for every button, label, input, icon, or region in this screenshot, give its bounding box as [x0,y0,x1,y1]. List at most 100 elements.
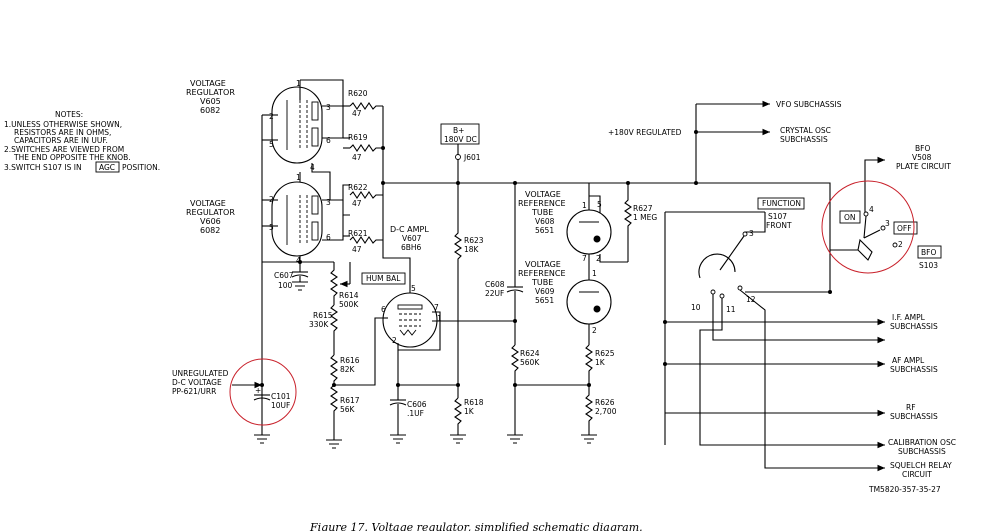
note-line: RESISTORS ARE IN OHMS, [14,128,111,137]
svg-text:500K: 500K [339,300,359,309]
resistor-r618: R618 1K [454,397,484,435]
svg-text:VOLTAGE: VOLTAGE [525,260,561,269]
bfo-plate-label: BFO V508 PLATE CIRCUIT [896,144,951,171]
resistor-r617: R617 56K [330,384,360,440]
agc-box [95,161,120,173]
svg-text:2: 2 [392,336,397,345]
svg-text:10UF: 10UF [271,401,290,410]
svg-text:11: 11 [726,305,736,314]
bfo-label: BFO [921,248,936,257]
output-squelch: SQUELCH RELAY [890,461,952,470]
svg-text:7: 7 [434,303,439,312]
function-label: FUNCTION [762,199,801,208]
svg-text:R623: R623 [464,236,484,245]
function-box [757,197,805,210]
svg-text:6: 6 [326,233,331,242]
svg-text:SUBCHASSIS: SUBCHASSIS [780,135,828,144]
svg-text:6BH6: 6BH6 [401,243,422,252]
highlight-circle-bfo [821,180,915,274]
v607-label: D-C AMPL V607 6BH6 [390,225,429,252]
svg-text:3: 3 [326,198,331,207]
svg-text:330K: 330K [309,320,329,329]
bfo-on-box [839,210,861,224]
svg-text:BFO: BFO [915,144,930,153]
svg-text:+: + [255,386,261,395]
svg-text:R622: R622 [348,183,368,192]
svg-text:R616: R616 [340,356,360,365]
svg-text:47: 47 [352,109,362,118]
svg-text:CIRCUIT: CIRCUIT [902,470,932,479]
output-calibration: CALIBRATION OSC [888,438,956,447]
svg-text:J601: J601 [463,153,481,162]
svg-text:47: 47 [352,153,362,162]
bfo-off-label: OFF [897,224,912,233]
svg-text:2: 2 [269,112,274,121]
svg-text:SUBCHASSIS: SUBCHASSIS [890,365,938,374]
svg-text:1 MEG: 1 MEG [633,213,657,222]
svg-text:47: 47 [352,199,362,208]
bfo-box [917,245,942,259]
svg-text:REFERENCE: REFERENCE [518,199,566,208]
svg-text:V609: V609 [535,287,555,296]
svg-text:C606: C606 [407,400,427,409]
agc-label: AGC [99,163,115,172]
svg-text:VOLTAGE: VOLTAGE [525,190,561,199]
svg-text:R624: R624 [520,349,540,358]
svg-text:5651: 5651 [535,226,554,235]
svg-text:1K: 1K [464,407,475,416]
resistor-r621: R621 47 [348,229,383,254]
capacitor-c606: C606 .1UF [389,385,427,435]
svg-text:V508: V508 [912,153,932,162]
svg-text:7: 7 [582,254,587,263]
resistor-r614: R614 500K [330,262,359,309]
v606-label: VOLTAGE REGULATOR V606 6082 [186,199,235,235]
svg-text:1: 1 [582,201,587,210]
capacitor-c607: C607 100 [274,262,309,290]
svg-text:V605: V605 [200,97,221,106]
svg-text:1: 1 [296,79,301,88]
bfo-off-box [893,221,918,235]
svg-text:PLATE CIRCUIT: PLATE CIRCUIT [896,162,951,171]
output-if-ampl: I.F. AMPL [892,313,926,322]
svg-text:TUBE: TUBE [531,278,553,287]
svg-text:.1UF: .1UF [407,409,424,418]
bfo-on-label: ON [844,213,856,222]
bplus-terminal: B+ 180V DC J601 [440,123,481,183]
svg-text:V607: V607 [402,234,422,243]
svg-text:2,700: 2,700 [595,407,617,416]
svg-text:4: 4 [869,205,874,214]
svg-text:3: 3 [885,219,890,228]
svg-text:B+: B+ [453,126,464,135]
unregulated-label: UNREGULATED D-C VOLTAGE PP-621/URR [172,369,229,396]
notes-heading: NOTES: [55,110,83,119]
output-vfo: VFO SUBCHASSIS [776,100,842,109]
svg-text:PP-621/URR: PP-621/URR [172,387,216,396]
svg-text:UNREGULATED: UNREGULATED [172,369,229,378]
svg-text:FRONT: FRONT [766,221,792,230]
svg-text:REGULATOR: REGULATOR [186,88,235,97]
svg-text:REFERENCE: REFERENCE [518,269,566,278]
svg-text:R614: R614 [339,291,359,300]
hum-bal-box [361,272,406,285]
svg-text:SUBCHASSIS: SUBCHASSIS [890,322,938,331]
svg-text:18K: 18K [464,245,480,254]
svg-text:10: 10 [691,303,701,312]
note-line: 2.SWITCHES ARE VIEWED FROM [4,145,124,154]
svg-text:REGULATOR: REGULATOR [186,208,235,217]
svg-text:V606: V606 [200,217,221,226]
resistor-r616: R616 82K [330,354,360,385]
svg-text:5: 5 [269,140,274,149]
capacitor-c608: C608 22UF [485,183,524,345]
tube-v605: 1 [271,79,323,164]
regulated-label: +180V REGULATED [608,128,682,137]
output-rf: RF [906,403,916,412]
svg-text:4: 4 [296,256,301,265]
svg-text:22UF: 22UF [485,289,504,298]
svg-text:R620: R620 [348,89,368,98]
capacitor-c101: + C101 10UF [253,386,291,410]
svg-text:D-C VOLTAGE: D-C VOLTAGE [172,378,222,387]
svg-text:560K: 560K [520,358,540,367]
svg-text:5: 5 [411,284,416,293]
svg-text:R627: R627 [633,204,653,213]
